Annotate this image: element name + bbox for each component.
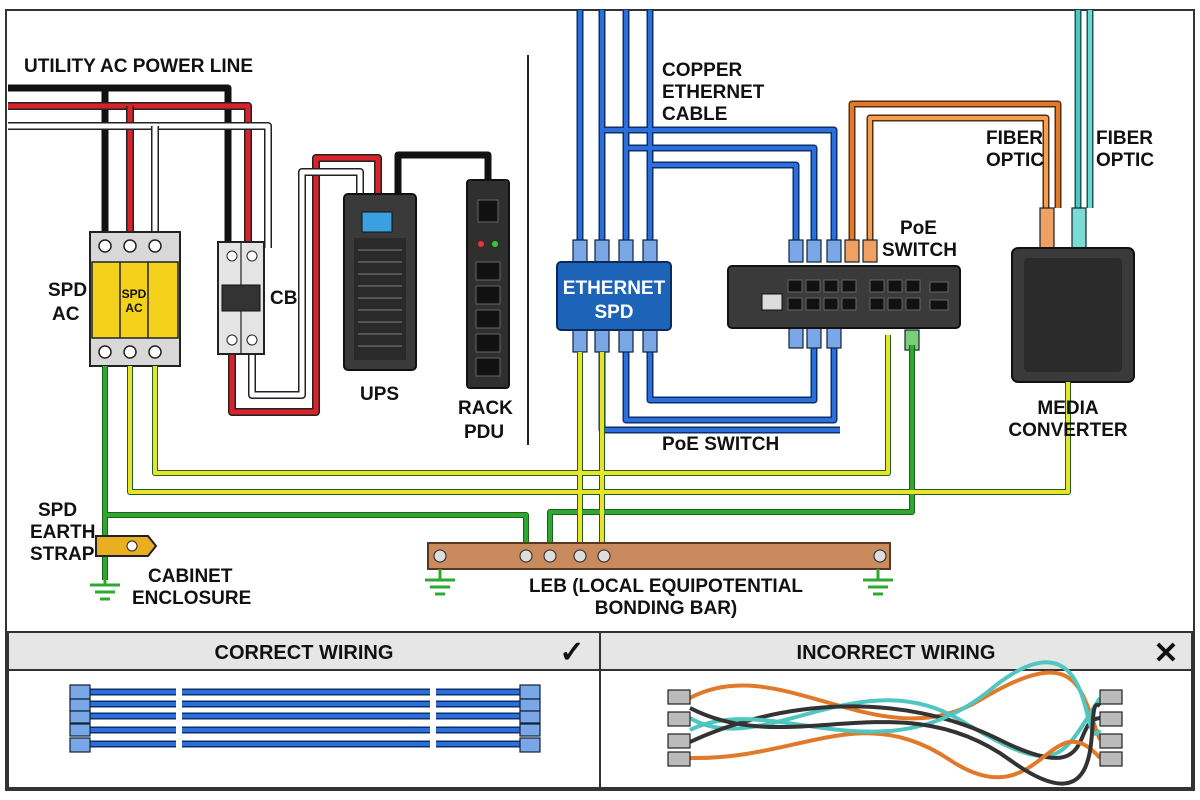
spd-earth-strap-label-1: SPD — [38, 500, 77, 521]
poe-switch-top-label-2: SWITCH — [882, 240, 957, 261]
spd-ac-label-2: AC — [52, 304, 80, 325]
ethernet-spd-label-2: SPD — [594, 302, 633, 323]
spd-ac-inner-label-1: SPD — [122, 287, 147, 301]
circuit-breaker — [217, 241, 265, 355]
spd-ac-label-1: SPD — [48, 280, 87, 301]
spd-ac-inner-label-2: AC — [125, 301, 143, 315]
cross-icon: ✕ — [1153, 637, 1178, 670]
rack-pdu — [466, 179, 510, 389]
fiber-optic-2-label-1: FIBER — [1096, 128, 1153, 149]
fiber-optic-1-label-1: FIBER — [986, 128, 1043, 149]
fiber-optic-1-label-2: OPTIC — [986, 150, 1044, 171]
media-converter — [1011, 247, 1135, 383]
copper-ethernet-label-2: ETHERNET — [662, 82, 765, 103]
cabinet-enclosure-label-2: ENCLOSURE — [132, 588, 251, 609]
poe-switch-top-label-1: PoE — [900, 218, 937, 239]
cabinet-enclosure-label-1: CABINET — [148, 566, 233, 587]
copper-ethernet-label-3: CABLE — [662, 104, 727, 125]
incorrect-wiring-title: INCORRECT WIRING — [797, 642, 996, 664]
utility-power-lines — [8, 84, 272, 248]
incorrect-wiring-panel: INCORRECT WIRING ✕ — [599, 631, 1193, 789]
ethernet-cables — [576, 10, 840, 434]
ethernet-spd-label-1: ETHERNET — [563, 278, 666, 299]
media-converter-label-2: CONVERTER — [1008, 420, 1128, 441]
bonding-wires — [102, 335, 1071, 580]
poe-switch — [727, 265, 961, 329]
ethernet-spd-device — [556, 261, 672, 331]
checkmark-icon: ✓ — [559, 636, 584, 669]
spd-ac-device: SPD AC — [89, 231, 181, 367]
cb-label: CB — [270, 288, 297, 309]
fiber-optic-cables — [848, 10, 1094, 248]
utility-ac-label: UTILITY AC POWER LINE — [24, 56, 253, 77]
poe-switch-bottom-label: PoE SWITCH — [662, 434, 779, 455]
ups-label: UPS — [360, 384, 399, 405]
spd-earth-strap-label-3: STRAP — [30, 544, 95, 565]
cb-to-ups-lines — [228, 151, 492, 416]
rack-pdu-label-1: RACK — [458, 398, 513, 419]
leb-bar — [427, 542, 891, 570]
earth-strap-lug — [95, 535, 158, 557]
media-converter-label-1: MEDIA — [1037, 398, 1099, 419]
ups-unit — [343, 193, 417, 371]
copper-ethernet-label-1: COPPER — [662, 60, 743, 81]
rack-pdu-label-2: PDU — [464, 422, 504, 443]
correct-wiring-title: CORRECT WIRING — [215, 642, 394, 664]
ground-symbol-icon — [90, 569, 893, 601]
spd-earth-strap-label-2: EARTH — [30, 522, 95, 543]
correct-wiring-panel: CORRECT WIRING ✓ — [7, 631, 601, 789]
leb-label-2: BONDING BAR) — [595, 598, 738, 619]
leb-label-1: LEB (LOCAL EQUIPOTENTIAL — [529, 576, 803, 597]
fiber-optic-2-label-2: OPTIC — [1096, 150, 1154, 171]
